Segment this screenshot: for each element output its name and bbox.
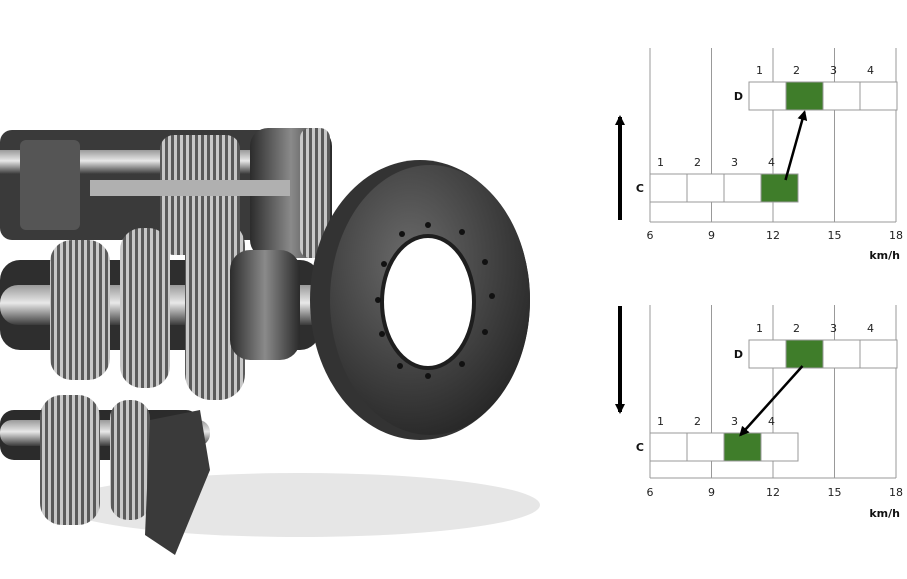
gear-number: 2 [793,64,800,77]
gear-cell [686,432,725,462]
axis-unit: km/h [869,249,900,262]
gear-number: 3 [731,415,738,428]
gear-number: 2 [694,415,701,428]
gear-number: 4 [768,156,775,169]
main-gear-1 [50,240,110,380]
gear-cell [822,81,861,111]
gear-cell [649,173,688,203]
tick-label: 15 [828,229,842,242]
gear-cell [686,173,725,203]
main-gear-3 [185,220,245,400]
gear-number: 1 [756,322,763,335]
gear-cell-active [723,432,762,462]
gear-cell [748,339,787,369]
shift-rod [90,180,290,196]
range-label-D: D [734,90,743,103]
gear-number: 3 [731,156,738,169]
gear-number: 3 [830,64,837,77]
gear-cell [859,81,898,111]
tick-label: 18 [889,486,903,499]
shift-arrow [739,365,804,437]
lower-bracket [145,410,210,555]
tick-label: 9 [708,229,715,242]
shift-fork-block [20,140,80,230]
tick-label: 6 [647,229,654,242]
axis-unit: km/h [869,507,900,520]
upper-drum-teeth [300,128,330,258]
gear-cell-active [760,173,799,203]
gear-cell-active [785,339,824,369]
gear-number: 4 [867,322,874,335]
main-gear-2 [120,228,170,388]
gear-number: 2 [694,156,701,169]
main-hub [230,250,300,360]
flywheel [310,160,530,440]
gear-number: 2 [793,322,800,335]
tick-label: 12 [766,486,780,499]
gear-number: 4 [867,64,874,77]
tick-label: 6 [647,486,654,499]
gear-cell [649,432,688,462]
range-label-C: C [636,182,644,195]
gear-number: 4 [768,415,775,428]
tick-label: 18 [889,229,903,242]
gearbox-illustration [0,128,540,555]
flywheel-bore [380,234,476,370]
tick-label: 12 [766,229,780,242]
gear-number: 3 [830,322,837,335]
gear-cell-active [785,81,824,111]
gear-number: 1 [657,156,664,169]
tick-label: 15 [828,486,842,499]
gear-number: 1 [657,415,664,428]
gear-cell [760,432,799,462]
lower-gear-1 [40,395,100,525]
tick-label: 9 [708,486,715,499]
range-label-C: C [636,441,644,454]
shift-arrow [784,110,808,181]
range-label-D: D [734,348,743,361]
gear-number: 1 [756,64,763,77]
gear-cell [723,173,762,203]
gear-cell [859,339,898,369]
gear-cell [822,339,861,369]
flywheel-bolts [375,222,495,379]
lower-gear-2 [110,400,150,520]
gear-cell [748,81,787,111]
